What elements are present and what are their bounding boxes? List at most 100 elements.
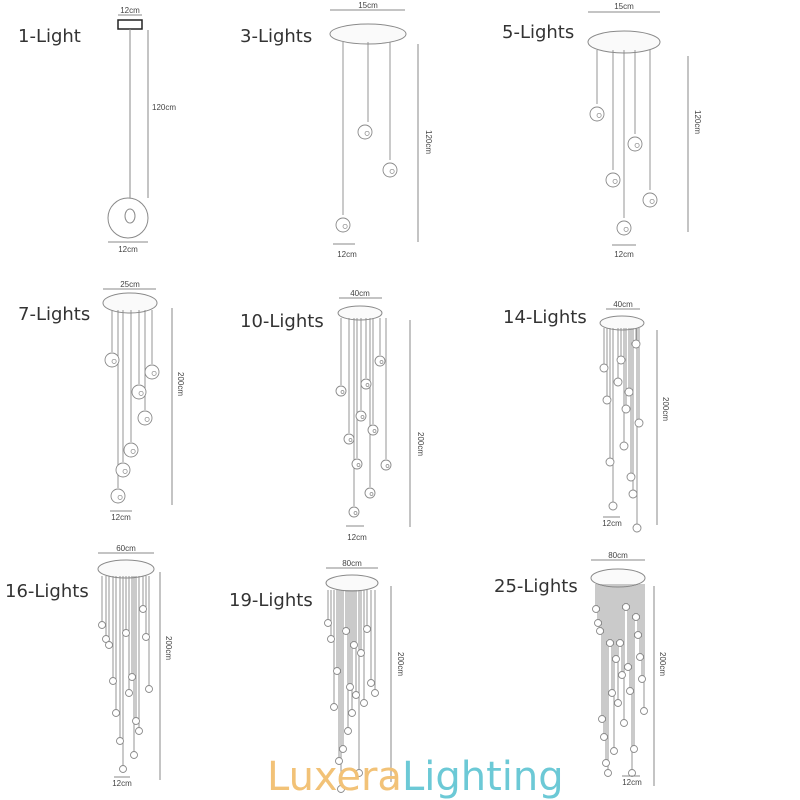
panel-25-lights: 25-Lights 80cm 200cm 12cm [494, 551, 667, 787]
globe-bubble [144, 416, 150, 422]
drop-height-dimension: 200cm [656, 330, 670, 525]
canopy-width-dimension: 80cm [326, 559, 378, 569]
globe-bubble [379, 360, 384, 364]
glass-globe [367, 679, 375, 687]
glass-globe [142, 633, 150, 641]
globe-bubble [385, 464, 390, 468]
pendant-group [589, 50, 658, 236]
canopy-width-label: 15cm [358, 1, 378, 10]
glass-globe [131, 384, 147, 400]
canopy [329, 23, 407, 45]
globe-width-label: 12cm [118, 245, 138, 254]
canopy-width-label: 15cm [614, 2, 634, 11]
glass-globe [594, 619, 602, 627]
glass-globe [122, 629, 130, 637]
glass-globe [632, 523, 642, 533]
canopy-width-label: 60cm [116, 544, 136, 553]
globe-bubble [340, 390, 345, 394]
panel-title: 14-Lights [503, 307, 587, 328]
glass-globe [631, 339, 641, 349]
glass-globe [333, 667, 341, 675]
globe-width-label: 12cm [111, 513, 131, 522]
glass-globe [628, 489, 638, 499]
glass-globe [618, 671, 626, 679]
glass-globe [610, 747, 618, 755]
panel-10-lights: 10-Lights 40cm 200cm 12cm [240, 289, 425, 542]
glass-globe [626, 687, 634, 695]
panel-1-light: 1-Light 12cm 120cm 12cm [18, 6, 176, 254]
glass-globe [346, 683, 354, 691]
globe-bubble [372, 429, 377, 433]
glass-globe [119, 765, 127, 773]
globe-width-dimension: 12cm [622, 775, 642, 787]
panel-title: 1-Light [18, 26, 81, 47]
glass-globe [592, 605, 600, 613]
glass-globe [642, 192, 658, 208]
panel-title: 10-Lights [240, 311, 324, 332]
drop-height-label: 200cm [176, 372, 185, 396]
glass-globe [638, 675, 646, 683]
globe-bubble [369, 492, 374, 496]
glass-globe [327, 635, 335, 643]
glass-globe [589, 106, 605, 122]
glass-globe [632, 613, 640, 621]
panel-16-lights: 16-Lights 60cm 200cm 12cm [5, 544, 173, 788]
globe-bubble [649, 198, 655, 204]
globe-width-label: 12cm [614, 250, 634, 259]
glass-globe [357, 124, 373, 140]
glass-globe [116, 737, 124, 745]
glass-globe [382, 162, 398, 178]
glass-globe [123, 442, 139, 458]
glass-globe [621, 404, 631, 414]
globe-bubble [353, 511, 358, 515]
globe-width-label: 12cm [337, 250, 357, 259]
globe-width-dimension: 12cm [108, 241, 148, 254]
glass-globe [137, 410, 153, 426]
globe-width-dimension: 12cm [333, 243, 357, 259]
glass-globe [624, 387, 634, 397]
glass-globe [634, 418, 644, 428]
globe-bubble [612, 178, 618, 184]
canopy [587, 30, 661, 54]
panel-7-lights: 7-Lights 25cm 200cm 12cm [18, 280, 185, 522]
panel-3-lights: 3-Lights 15cm 120cm 12cm [240, 1, 433, 259]
glass-globe [634, 631, 642, 639]
glass-globe [605, 457, 615, 467]
globe-bubble [130, 448, 136, 454]
drop-height-label: 200cm [661, 397, 670, 421]
panel-title: 3-Lights [240, 26, 312, 47]
pendant-group [592, 584, 648, 777]
globe-bubble [356, 463, 361, 467]
panel-title: 19-Lights [229, 590, 313, 611]
glass-globe [613, 377, 623, 387]
globe-width-dimension: 12cm [346, 525, 367, 542]
globe-bubble [151, 370, 157, 376]
glass-globe [608, 689, 616, 697]
canopy-width-dimension: 40cm [339, 289, 382, 299]
globe-bubble [389, 168, 395, 174]
glass-globe [622, 603, 630, 611]
panel-14-lights: 14-Lights 40cm 200cm 12cm [503, 300, 670, 533]
watermark-word-luxera: Luxera [267, 754, 402, 800]
glass-globe [628, 769, 636, 777]
glass-globe [626, 472, 636, 482]
glass-globe [627, 136, 643, 152]
canopy-width-dimension: 15cm [588, 2, 660, 13]
pendant-group [324, 590, 379, 793]
canopy [97, 559, 155, 579]
globe-width-label: 12cm [622, 778, 642, 787]
glass-globe [616, 220, 632, 236]
brand-watermark: LuxeraLighting [267, 754, 564, 800]
panel-title: 16-Lights [5, 581, 89, 602]
glass-globe [337, 785, 345, 793]
drop-height-dimension: 200cm [159, 572, 173, 780]
glass-globe [104, 352, 120, 368]
pendant-group [335, 42, 398, 233]
globe-width-dimension: 12cm [602, 516, 622, 528]
canopy [599, 315, 645, 331]
glass-globe [125, 689, 133, 697]
glass-globe [620, 719, 628, 727]
glass-globe [330, 703, 338, 711]
globe-bubble [117, 494, 123, 500]
